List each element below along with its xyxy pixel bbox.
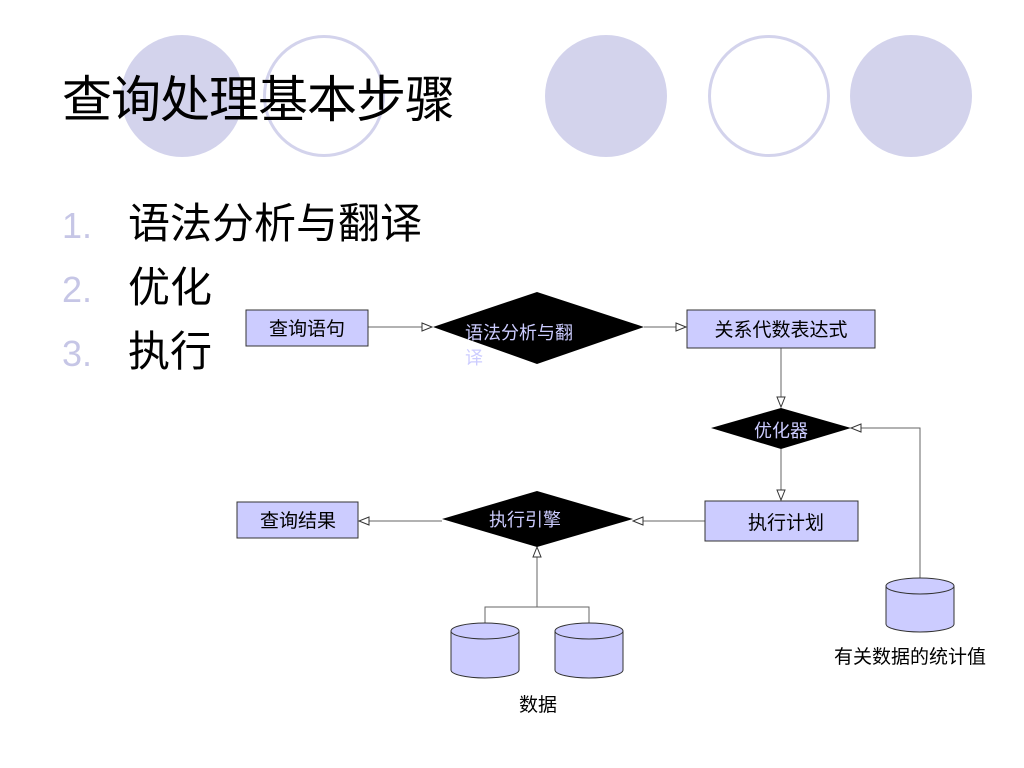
database-cylinder-1 — [450, 622, 520, 679]
diamond-execution-engine: 执行引擎 — [442, 491, 633, 547]
connector-data-2 — [537, 606, 590, 624]
step-label: 执行 — [128, 327, 213, 376]
step-label: 优化 — [128, 263, 213, 312]
diamond-shape — [433, 292, 644, 364]
slide-title: 查询处理基本步骤 — [62, 71, 455, 129]
decor-circle-2 — [545, 35, 667, 157]
decor-ring-1 — [263, 35, 385, 157]
statistics-label: 有关数据的统计值 — [834, 646, 986, 668]
connector-data-1 — [484, 606, 537, 624]
box-label: 查询语句 — [269, 318, 345, 340]
box-shape — [704, 500, 859, 542]
step-number: 3. — [62, 333, 93, 374]
diamond-label-line1: 语法分析与翻 — [465, 323, 573, 344]
box-shape — [245, 309, 369, 347]
box-label: 关系代数表达式 — [714, 319, 847, 341]
decor-circle-1 — [121, 35, 243, 157]
diamond-optimizer: 优化器 — [711, 408, 851, 449]
arrow-stats-to-optimizer — [851, 428, 921, 580]
decor-ring-2 — [708, 35, 830, 157]
box-relational-algebra: 关系代数表达式 — [686, 309, 876, 349]
diamond-label-line2: 译 — [465, 348, 483, 369]
diamond-parser: 语法分析与翻 译 — [433, 292, 644, 369]
box-label: 查询结果 — [260, 510, 336, 532]
box-label: 执行计划 — [748, 512, 824, 534]
step-number: 1. — [62, 205, 93, 246]
box-shape — [686, 309, 876, 349]
diamond-shape — [711, 408, 851, 449]
box-shape — [236, 501, 359, 539]
diamond-label: 执行引擎 — [489, 510, 561, 531]
step-item-1: 1. 语法分析与翻译 — [62, 190, 422, 251]
box-execution-plan: 执行计划 — [704, 500, 859, 542]
database-cylinder-2 — [554, 622, 624, 679]
step-item-2: 2. 优化 — [62, 254, 212, 315]
box-query-statement: 查询语句 — [245, 309, 369, 347]
database-cylinder-statistics — [885, 577, 955, 633]
flow-connectors — [359, 327, 921, 624]
decor-circle-3 — [850, 35, 972, 157]
step-label: 语法分析与翻译 — [128, 199, 423, 248]
diamond-shape — [442, 491, 633, 547]
box-query-result: 查询结果 — [236, 501, 359, 539]
step-item-3: 3. 执行 — [62, 318, 212, 379]
diamond-label: 优化器 — [754, 421, 808, 442]
step-number: 2. — [62, 269, 93, 310]
data-label: 数据 — [519, 694, 557, 716]
